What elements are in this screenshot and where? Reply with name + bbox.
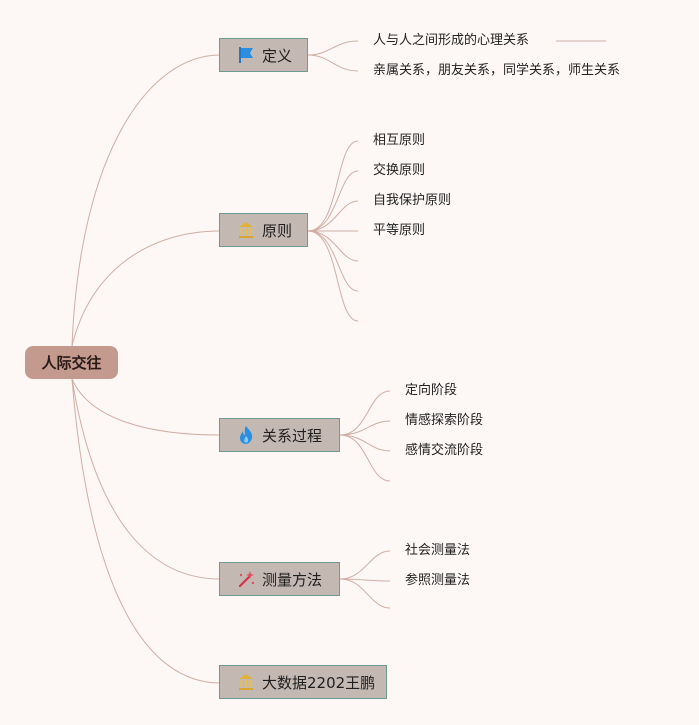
leaf-principles-1[interactable]: 相互原则 (373, 133, 426, 148)
branch-author[interactable]: 大数据2202王鹏 (219, 665, 387, 699)
branch-author-label: 大数据2202王鹏 (262, 673, 376, 692)
link-principles-empty-2 (307, 230, 359, 292)
link-measurement-leaf-1 (339, 550, 391, 580)
leaf-definition-1[interactable]: 人与人之间形成的心理关系 (373, 33, 530, 48)
leaf-measurement-2[interactable]: 参照测量法 (405, 573, 471, 588)
link-principles-empty-1 (307, 230, 359, 262)
yellow-building-icon (236, 672, 256, 692)
link-principles-leaf-3 (307, 200, 359, 232)
branch-measurement-methods[interactable]: 测量方法 (219, 562, 340, 596)
link-root-author (71, 378, 221, 684)
branch-relationship-process[interactable]: 关系过程 (219, 418, 340, 452)
link-root-measurement (71, 378, 221, 580)
blue-flame-icon (236, 425, 256, 445)
branch-principles[interactable]: 原则 (219, 213, 308, 247)
branch-definition[interactable]: 定义 (219, 38, 308, 72)
leaf-process-3[interactable]: 感情交流阶段 (405, 443, 484, 458)
link-measurement-empty-1 (339, 578, 391, 609)
branch-relationship-process-label: 关系过程 (262, 426, 323, 445)
link-process-leaf-3 (339, 434, 391, 452)
branch-principles-label: 原则 (262, 221, 293, 240)
root-node[interactable]: 人际交往 (25, 346, 118, 379)
link-principles-leaf-2 (307, 170, 359, 232)
leaf-process-1[interactable]: 定向阶段 (405, 383, 458, 398)
link-principles-empty-3 (307, 230, 359, 322)
link-root-definition (71, 54, 221, 347)
magic-wand-icon (236, 569, 256, 589)
branch-definition-label: 定义 (262, 46, 293, 65)
leaf-principles-4[interactable]: 平等原则 (373, 223, 426, 238)
root-node-label: 人际交往 (41, 354, 102, 372)
link-root-process (71, 378, 221, 436)
yellow-building-icon (236, 220, 256, 240)
link-process-empty-1 (339, 434, 391, 482)
link-definition-leaf-1 (307, 40, 359, 56)
leaf-measurement-1[interactable]: 社会测量法 (405, 543, 471, 558)
blue-flag-icon (236, 45, 256, 65)
branch-measurement-methods-label: 测量方法 (262, 570, 323, 589)
leaf-definition-2[interactable]: 亲属关系，朋友关系，同学关系，师生关系 (373, 63, 621, 78)
link-root-principles (71, 230, 221, 347)
link-process-leaf-2 (339, 420, 391, 436)
link-process-leaf-1 (339, 390, 391, 436)
link-definition-leaf-2 (307, 54, 359, 72)
leaf-principles-3[interactable]: 自我保护原则 (373, 193, 452, 208)
link-principles-leaf-1 (307, 140, 359, 232)
leaf-process-2[interactable]: 情感探索阶段 (405, 413, 484, 428)
leaf-principles-2[interactable]: 交换原则 (373, 163, 426, 178)
